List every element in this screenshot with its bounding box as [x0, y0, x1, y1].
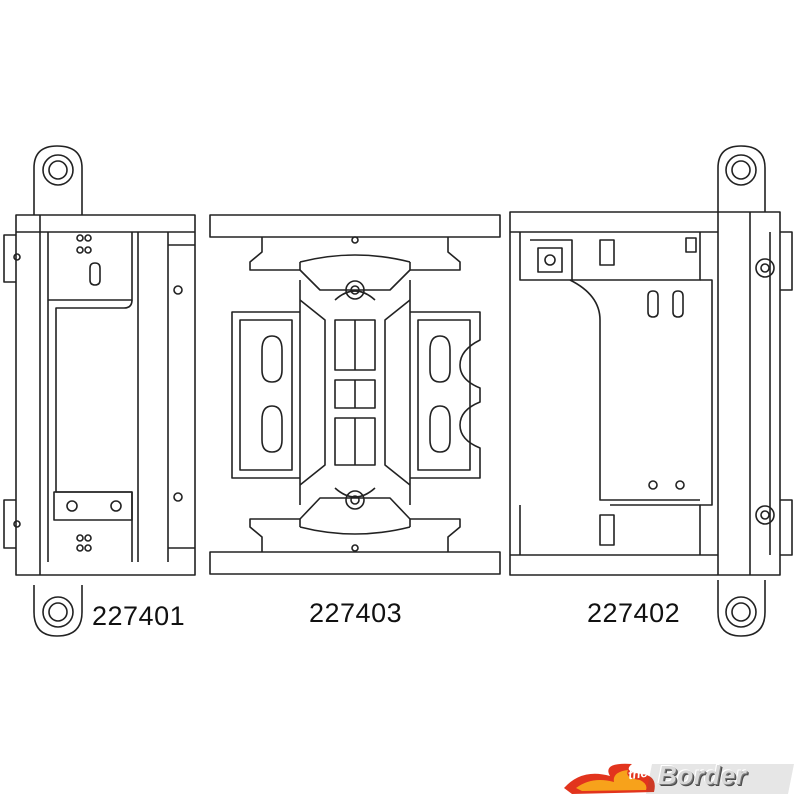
logo-lettering-the: the: [627, 764, 649, 783]
flame-icon: [564, 763, 794, 794]
logo-lettering-border: Border: [658, 760, 747, 790]
part-227402-drawing: [509, 145, 793, 637]
part-number-227403: 227403: [309, 598, 403, 628]
part-227403-drawing: [209, 214, 501, 575]
the-border-logo: the Border: [562, 758, 798, 798]
part-number-227402: 227402: [587, 598, 681, 628]
part-227401-drawing: [3, 145, 196, 637]
part-number-227401: 227401: [92, 601, 186, 631]
